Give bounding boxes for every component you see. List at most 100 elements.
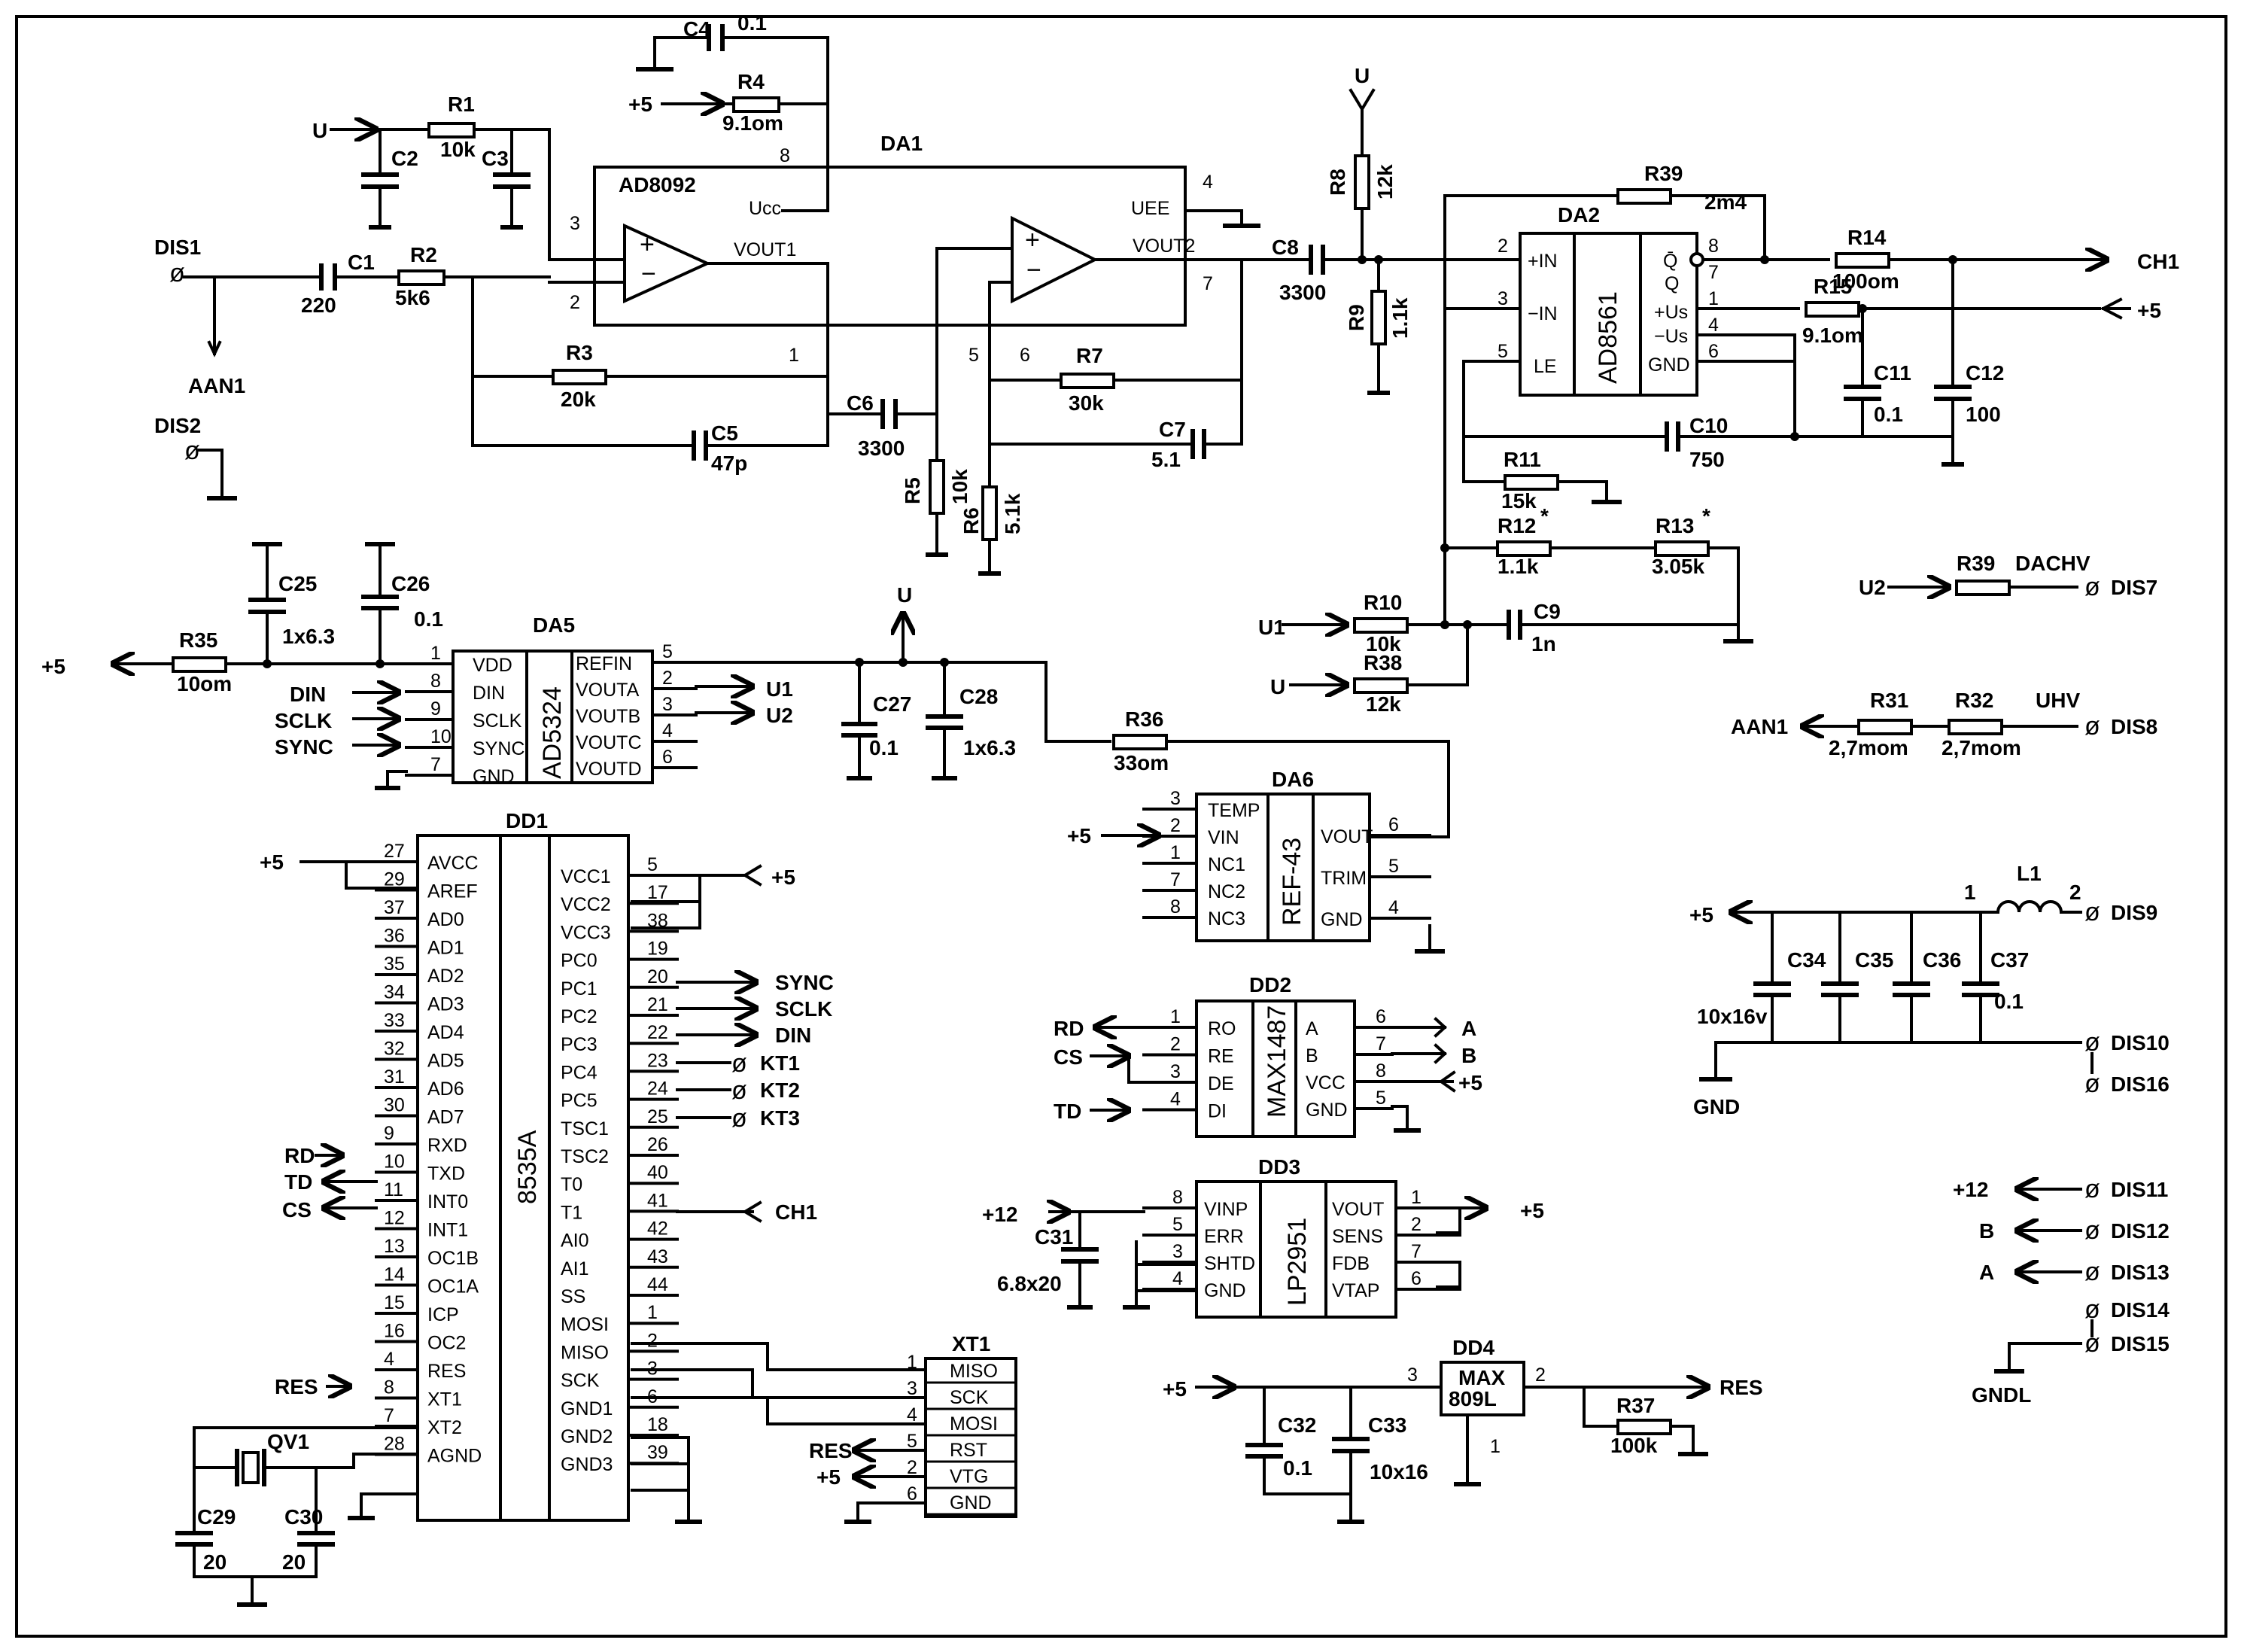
terminal-dis15[interactable]: ø (2084, 1329, 2100, 1358)
svg-text:6: 6 (1020, 345, 1030, 366)
svg-text:0.1: 0.1 (1874, 403, 1903, 426)
dd1-left-pin-label: INT0 (427, 1191, 468, 1212)
resistor-r35 (172, 656, 227, 673)
terminal-dis12[interactable]: ø (2084, 1216, 2100, 1245)
resistor-r9 (1370, 290, 1387, 345)
net-u-r38: U (1270, 675, 1285, 698)
dd1-ref: DD1 (506, 809, 548, 832)
xt1-ref: XT1 (952, 1332, 990, 1355)
svg-text:C34: C34 (1787, 948, 1826, 972)
dd1-left-pin-number: 28 (384, 1434, 405, 1455)
svg-text:C11: C11 (1874, 361, 1911, 385)
dd1-left-pin-label: AD6 (427, 1079, 464, 1100)
dd1-right-pin-number: 5 (647, 854, 658, 875)
svg-text:Q̄: Q̄ (1663, 251, 1677, 272)
svg-text:C26: C26 (391, 572, 430, 595)
da5-right-pin-label: VOUTB (576, 706, 640, 727)
svg-text:4: 4 (1203, 172, 1213, 193)
dd1-right-pin-number: 24 (647, 1079, 668, 1100)
resistor-r38 (1353, 677, 1409, 694)
svg-text:R3: R3 (566, 341, 593, 364)
svg-text:C9: C9 (1534, 600, 1561, 623)
dd1-right-pin-label: GND1 (561, 1398, 613, 1419)
dd1-right-pin-label: AI1 (561, 1258, 589, 1279)
da6-right-pin-number: 4 (1388, 897, 1399, 918)
terminal-dis11[interactable]: ø (2084, 1175, 2100, 1203)
resistor-r5 (929, 459, 945, 515)
dd1-left-pin-label: AD2 (427, 966, 464, 987)
svg-text:3300: 3300 (1279, 281, 1326, 304)
dd3-right-pin-label: VTAP (1332, 1280, 1379, 1301)
terminal-dis7-label: DIS7 (2111, 576, 2157, 599)
svg-text:3: 3 (1498, 288, 1508, 309)
xt1-pin-label: GND (950, 1492, 992, 1514)
dd1-left-pin-label: RXD (427, 1135, 467, 1156)
svg-text:A: A (1461, 1017, 1476, 1040)
dd1-left-pin-label: OC1A (427, 1276, 479, 1298)
terminal-dis1[interactable]: ø (169, 259, 185, 288)
xt1-pin-number: 2 (907, 1457, 917, 1478)
svg-text:2: 2 (2069, 881, 2081, 904)
da5-right-pin-label: VOUTC (576, 732, 642, 753)
da5-right-pin-label: REFIN (576, 653, 632, 674)
svg-text:5.1k: 5.1k (1001, 493, 1024, 534)
inductor-l1 (1996, 900, 2063, 914)
svg-text:−: − (641, 260, 656, 288)
connector-xt1: XT1 (924, 1332, 1017, 1518)
dd1-right-pin-label: SS (561, 1286, 585, 1307)
svg-text:+5: +5 (1520, 1199, 1544, 1222)
svg-text:R4: R4 (737, 70, 765, 93)
ic-da1: DA1 AD8092 +− VOUT1 +− VOUT2 Ucc UEE 8 3… (570, 132, 1213, 366)
svg-text:C36: C36 (1923, 948, 1961, 972)
dd1-left-pin-number: 11 (384, 1179, 403, 1200)
svg-text:+: + (640, 230, 655, 259)
dd1-left-pin-number: 34 (384, 982, 405, 1003)
svg-text:C37: C37 (1990, 948, 2029, 972)
svg-text:5: 5 (1498, 341, 1508, 362)
svg-text:750: 750 (1689, 448, 1725, 471)
svg-text:5k6: 5k6 (395, 286, 430, 309)
da5-right-pin-number: 4 (662, 720, 673, 741)
svg-text:+5: +5 (1067, 824, 1091, 847)
ic-da5: DA5 AD5324 (452, 613, 654, 784)
svg-text:C8: C8 (1272, 236, 1299, 259)
dd4-ref: DD4 (1452, 1336, 1495, 1359)
svg-text:1n: 1n (1531, 632, 1556, 656)
ic-dd3: DD3 LP2951 (1195, 1155, 1397, 1319)
resistor-r32 (1948, 719, 2003, 735)
svg-text:R5: R5 (901, 477, 924, 504)
terminal-dis13[interactable]: ø (2084, 1258, 2100, 1286)
dd2-right-pin-label: B (1306, 1045, 1318, 1066)
terminal-dis14[interactable]: ø (2084, 1295, 2100, 1324)
svg-text:CS: CS (1054, 1045, 1083, 1069)
dd1-left-pin-label: AVCC (427, 853, 479, 874)
svg-text:0.1: 0.1 (1283, 1456, 1312, 1480)
dd1-right-pin-number: 40 (647, 1162, 668, 1183)
da1-part: AD8092 (619, 173, 696, 196)
da5-part: AD5324 (538, 686, 567, 779)
da6-right-pin-label: GND (1321, 909, 1363, 930)
svg-text:10k: 10k (1366, 632, 1401, 656)
terminal-dis7[interactable]: ø (2084, 573, 2100, 601)
svg-text:12k: 12k (1373, 164, 1397, 199)
terminal-dis16[interactable]: ø (2084, 1069, 2100, 1098)
dd1-left-pins: 27AVCC29AREF37AD036AD135AD234AD333AD432A… (375, 841, 482, 1467)
svg-text:SCLK: SCLK (275, 709, 332, 732)
svg-text:30k: 30k (1069, 391, 1104, 415)
dd1-right-pin-number: 25 (647, 1106, 668, 1127)
terminal-dis8[interactable]: ø (2084, 712, 2100, 741)
svg-text:C2: C2 (391, 147, 418, 170)
terminal-dis10[interactable]: ø (2084, 1028, 2100, 1057)
svg-text:20: 20 (282, 1550, 306, 1574)
dd1-right-pin-number: 43 (647, 1246, 668, 1267)
svg-text:QV1: QV1 (267, 1430, 309, 1453)
dd3-right-pin-number: 2 (1411, 1214, 1422, 1235)
svg-text:R11: R11 (1504, 448, 1541, 471)
da2-ref: DA2 (1558, 203, 1600, 227)
dd4-part1: MAX (1458, 1366, 1506, 1389)
svg-text:1: 1 (789, 345, 799, 366)
dd1-left-pin-number: 12 (384, 1208, 405, 1229)
da5-left-pin-label: GND (473, 766, 515, 787)
terminal-dis9[interactable]: ø (2084, 898, 2100, 926)
terminal-dis2[interactable]: ø (184, 437, 200, 465)
